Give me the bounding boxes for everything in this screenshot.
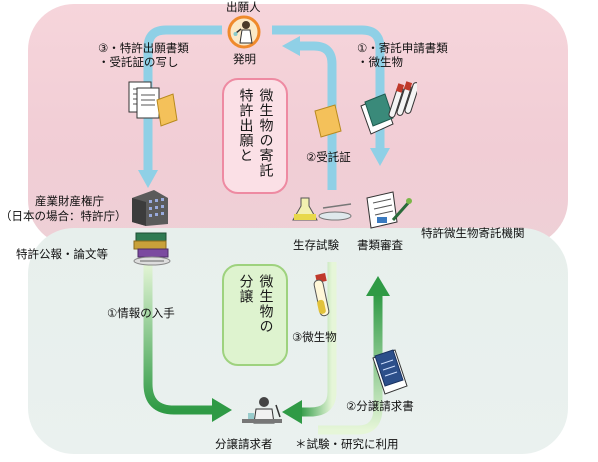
requester-label: 分譲請求者: [215, 437, 273, 451]
patent-office-building-icon: [132, 190, 168, 226]
distribution-box-column-1: 微生物の: [257, 274, 274, 334]
viability-test-label: 生存試験: [293, 238, 339, 252]
receipt-flow-label: ②受託証: [306, 150, 351, 164]
info-acquisition-flow-label: ①情報の入手: [107, 306, 175, 320]
document-review-label: 書類審査: [357, 238, 403, 252]
patent-gazette-books-icon: [133, 232, 171, 266]
applicant-invention-label: 発明: [233, 52, 256, 66]
applicant-label: 出願人: [226, 0, 261, 14]
distribution-request-flow-label: ②分譲請求書: [346, 399, 414, 413]
patent-gazette-label: 特許公報・論文等: [16, 247, 108, 261]
arrow-deposit-request: [272, 25, 385, 150]
applicant-scientist-icon: [227, 15, 261, 49]
arrow-info-acquisition: [143, 262, 214, 415]
deposit-request-flow-label: ①・寄託申請書類 ・微生物: [357, 41, 448, 69]
arrow-patent-application-head: [138, 170, 158, 188]
patent-office-japan-label: （日本の場合：特許庁）: [0, 209, 127, 223]
arrow-receipt: [300, 41, 337, 190]
arrow-microorganism-delivery: [300, 262, 337, 417]
microorganism-tube-icon: [313, 273, 330, 317]
arrow-receipt-head: [282, 36, 300, 56]
patent-application-flow-label: ③・特許出願書類 ・受託証の写し: [98, 41, 189, 69]
distribution-request-document-icon: [372, 349, 408, 395]
arrow-patent-application: [143, 25, 222, 172]
distribution-box-column-2: 分譲: [237, 274, 254, 304]
arrow-info-acquisition-head: [212, 398, 232, 422]
patent-deposit-box: 微生物の寄託 特許出願と: [222, 78, 288, 194]
deposit-documents-tubes-icon: [360, 81, 417, 135]
microorganism-delivery-flow-label: ③微生物: [292, 330, 337, 344]
document-review-icon: [366, 191, 412, 229]
application-documents-icon: [128, 81, 178, 127]
depository-label: 特許微生物寄託機関: [421, 226, 525, 240]
microorganism-distribution-box: 微生物の 分譲: [222, 264, 288, 366]
receipt-certificate-icon: [314, 104, 342, 138]
viability-test-lab-icon: [292, 197, 352, 221]
requester-note-label: ＊試験・研究に利用: [295, 437, 399, 451]
requester-researcher-icon: [242, 397, 282, 424]
deposit-box-column-2: 特許出願と: [237, 88, 254, 163]
arrow-microorganism-delivery-head: [282, 400, 302, 424]
arrow-distribution-request: [318, 294, 383, 435]
arrow-deposit-request-head: [370, 148, 390, 166]
patent-office-label: 産業財産権庁: [35, 194, 104, 208]
deposit-box-column-1: 微生物の寄託: [257, 88, 274, 178]
arrow-distribution-request-head: [366, 276, 390, 296]
